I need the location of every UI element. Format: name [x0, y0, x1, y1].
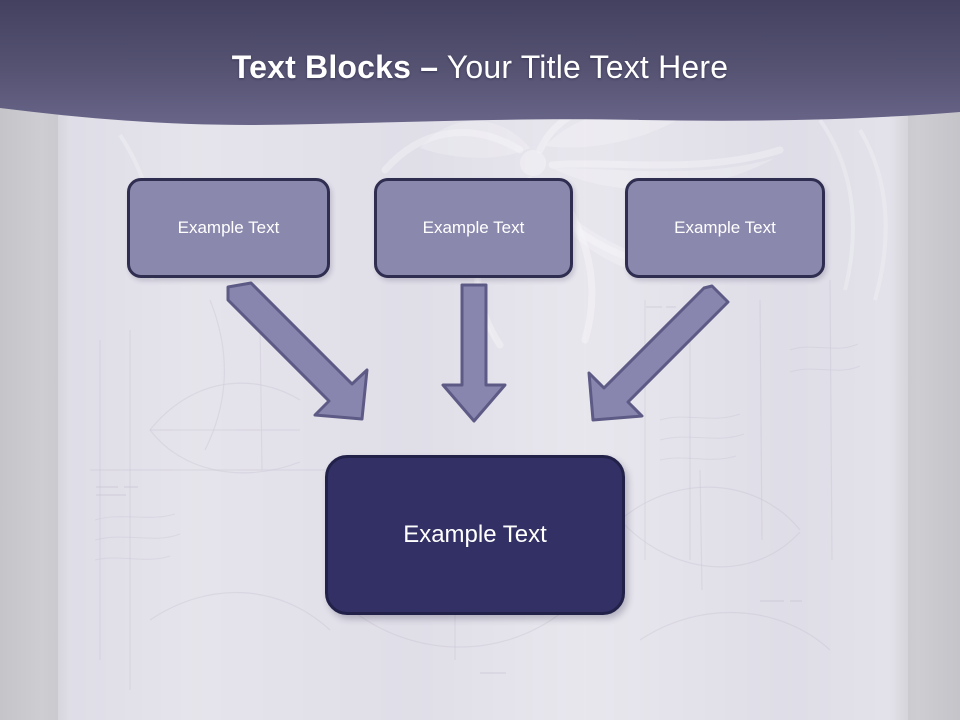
text-block-3-label: Example Text — [674, 218, 776, 237]
text-block-1[interactable]: Example Text — [127, 178, 330, 278]
right-margin-shading — [890, 0, 960, 720]
page-title-bold: Text Blocks – — [231, 49, 439, 85]
result-text-block[interactable]: Example Text — [325, 455, 625, 615]
text-block-2[interactable]: Example Text — [374, 178, 573, 278]
result-text-block-label: Example Text — [403, 521, 547, 548]
text-block-1-label: Example Text — [177, 218, 280, 237]
text-block-3[interactable]: Example Text — [625, 178, 825, 278]
page-title-light: Your Title Text Here — [438, 49, 729, 85]
text-block-2-label: Example Text — [422, 218, 525, 237]
page-title: Text Blocks – Your Title Text Here — [0, 47, 960, 87]
slide-header-banner — [0, 0, 960, 140]
left-margin-shading — [0, 0, 70, 720]
